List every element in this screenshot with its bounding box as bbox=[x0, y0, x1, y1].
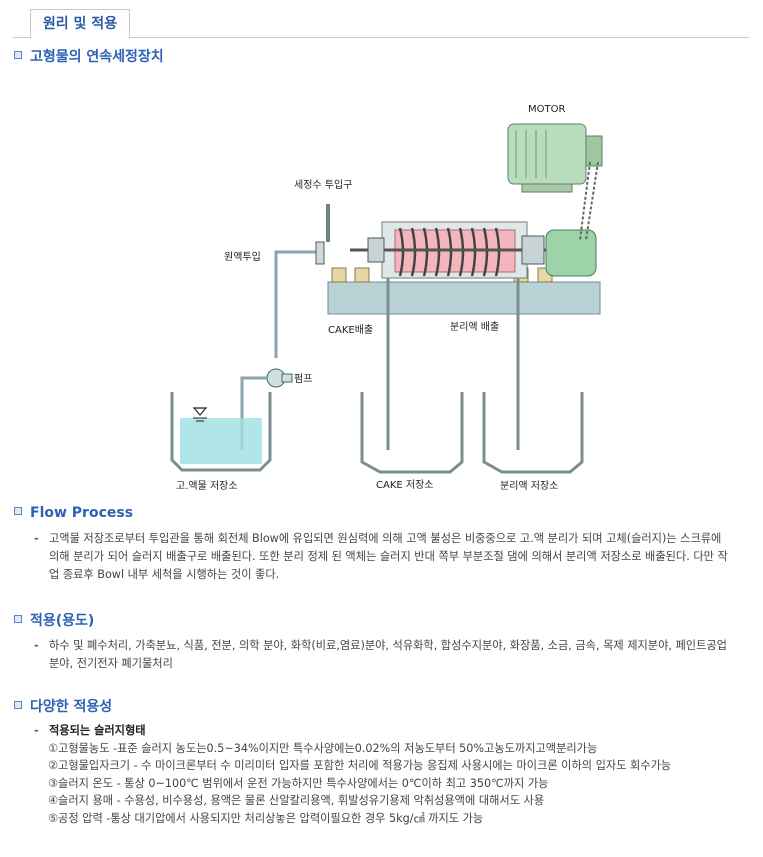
usage-paragraph: - 하수 및 폐수처리, 가축분뇨, 식품, 전분, 의학 분야, 화학(비료,… bbox=[34, 637, 734, 673]
pump-label: 펌프 bbox=[294, 373, 312, 385]
dash-marker: - bbox=[34, 639, 39, 652]
machine-base bbox=[327, 281, 601, 315]
tab-bar: 원리 및 적용 bbox=[13, 9, 749, 39]
wash-inlet-label: 세정수 투입구 bbox=[294, 178, 352, 191]
sludge-type-subtitle: 적용되는 슬러지형태 bbox=[49, 724, 146, 737]
square-bullet-icon bbox=[14, 615, 22, 623]
feed-tank-label: 고.액물 저장소 bbox=[176, 480, 238, 492]
motor bbox=[507, 123, 603, 193]
motor-label: MOTOR bbox=[528, 104, 565, 115]
dash-marker: - bbox=[34, 724, 39, 737]
section-title-text: Flow Process bbox=[30, 505, 134, 521]
filtrate-outlet-label: 분리액 배출 bbox=[450, 321, 499, 333]
flow-process-text: 고액물 저장조로부터 투입관을 통해 회전체 Blow에 유입되면 원심력에 의… bbox=[49, 532, 728, 581]
filtrate-tank bbox=[482, 392, 584, 474]
flow-process-paragraph: - 고액물 저장조로부터 투입관을 통해 회전체 Blow에 유입되면 원심력에… bbox=[34, 530, 734, 584]
section-title-usage: 적용(용도) bbox=[14, 610, 94, 630]
section-title-text: 적용(용도) bbox=[30, 613, 95, 629]
centrifuge-bowl bbox=[350, 221, 550, 279]
tab-principle-application[interactable]: 원리 및 적용 bbox=[30, 9, 130, 39]
dash-marker: - bbox=[34, 532, 39, 545]
feed-tank bbox=[170, 392, 272, 472]
cake-outlet-label: CAKE배출 bbox=[328, 324, 373, 336]
section-title-text: 다양한 적용성 bbox=[30, 699, 113, 715]
cake-tank bbox=[360, 392, 464, 474]
applicability-list: - 적용되는 슬러지형태 ①고형물농도 -표준 슬러지 농도는0.5~34%이지… bbox=[34, 722, 734, 827]
list-item: ⑤공정 압력 -통상 대기압에서 사용되지만 처리상놓은 압력이필요한 경우 5… bbox=[48, 811, 484, 825]
square-bullet-icon bbox=[14, 51, 22, 59]
usage-text: 하수 및 폐수처리, 가축분뇨, 식품, 전분, 의학 분야, 화학(비료,염료… bbox=[49, 639, 727, 670]
section-title-continuous-washer: 고형물의 연속세정장치 bbox=[14, 46, 164, 66]
section-title-applicability: 다양한 적용성 bbox=[14, 696, 112, 716]
gearbox bbox=[545, 229, 597, 277]
decanter-diagram: MOTOR 세정수 투입구 원액투입 펌프 CAKE배출 분리액 배출 고.액물… bbox=[170, 104, 603, 492]
square-bullet-icon bbox=[14, 507, 22, 515]
section-title-text: 고형물의 연속세정장치 bbox=[30, 49, 164, 65]
list-item: ③슬러지 온도 - 통상 0~100℃ 범위에서 운전 가능하지만 특수사양에서… bbox=[48, 776, 549, 790]
square-bullet-icon bbox=[14, 701, 22, 709]
list-item: ①고형물농도 -표준 슬러지 농도는0.5~34%이지만 특수사양에는0.02%… bbox=[48, 741, 598, 755]
list-item: ②고형물입자크기 - 수 마이크론부터 수 미리미터 입자를 포함한 처리에 적… bbox=[48, 759, 672, 772]
filtrate-tank-label: 분리액 저장소 bbox=[500, 480, 558, 492]
feed-inlet-label: 원액투입 bbox=[224, 250, 261, 263]
cake-tank-label: CAKE 저장소 bbox=[376, 479, 433, 491]
list-item: ④슬러지 용매 - 수용성, 비수용성, 용액은 물론 산알칼리용액, 휘발성유… bbox=[48, 794, 545, 807]
section-title-flow-process: Flow Process bbox=[14, 505, 133, 521]
